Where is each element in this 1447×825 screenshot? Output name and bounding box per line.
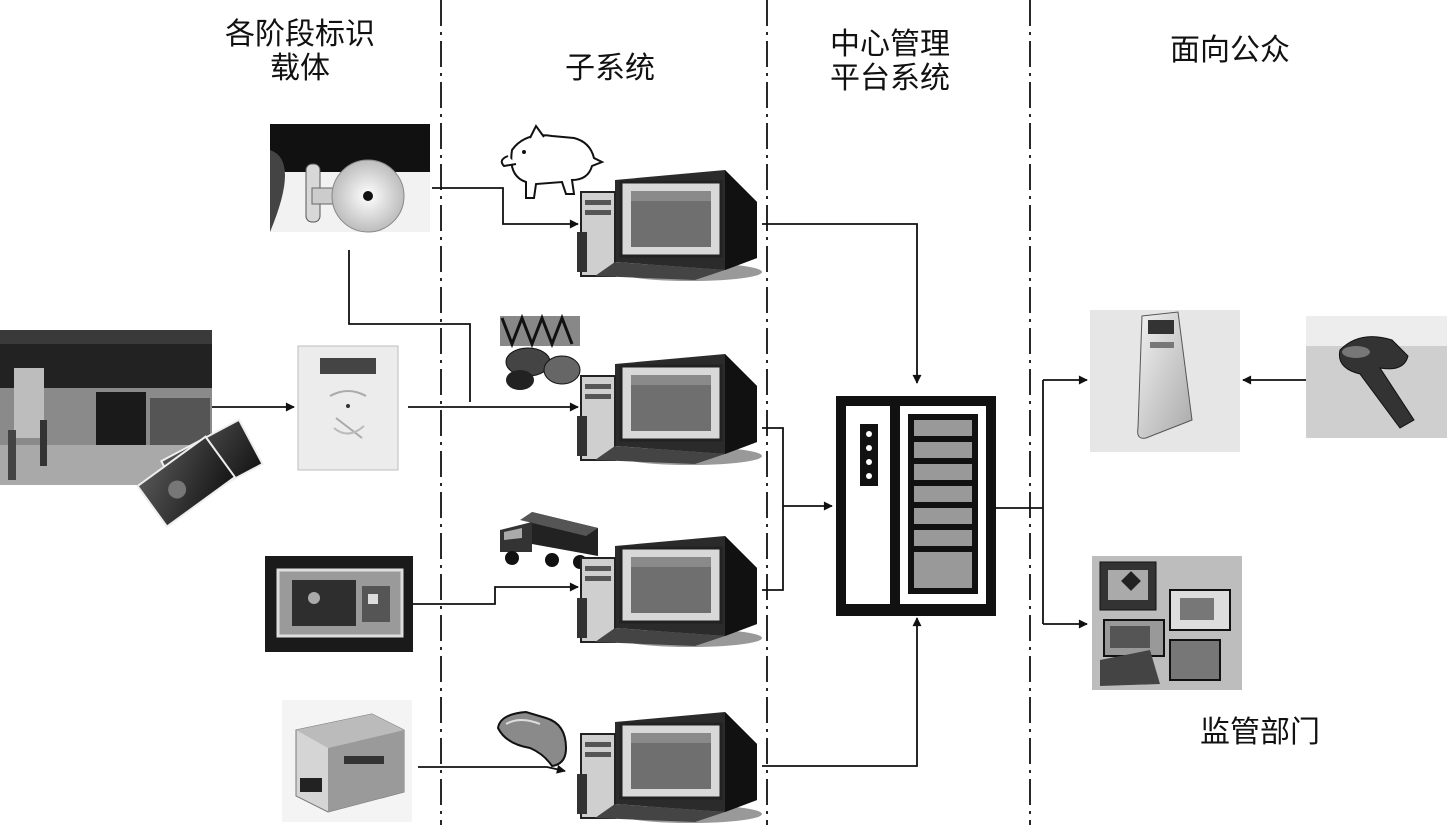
arrow-eartag-to-pc1 [432,187,579,229]
computer-icon [575,168,764,824]
header-carriers: 各阶段标识 载体 [190,18,410,86]
label-device-icon [265,556,413,652]
meat-slice-icon [496,710,568,768]
header-center-line1: 中心管理 [830,27,950,62]
arrow-labeldevice-to-pc3 [413,582,579,605]
connectors [212,187,1306,774]
arrow-pc4-to-center [762,617,922,767]
arrow-printer-to-pc4 [418,764,566,774]
arrow-pc1-to-center [762,223,922,384]
label-printer-icon [282,700,412,822]
header-carriers-line1: 各阶段标识 [225,17,375,52]
header-public: 面向公众 [1130,34,1330,68]
column-dividers [440,0,1031,825]
header-carriers-line2: 载体 [270,51,330,86]
header-center: 中心管理 平台系统 [790,28,990,96]
ear-tag-icon [270,124,430,233]
truck-icon [500,512,598,569]
regulator-computers-icon [1092,556,1242,690]
server-rack-icon [836,396,996,616]
label-supervision: 监管部门 [1160,716,1360,750]
pig-icon [500,124,605,199]
query-kiosk-icon [1090,310,1240,452]
card-reader-icon [297,345,399,471]
header-subsystems-label: 子系统 [565,51,655,86]
rfid-cards-icon [136,418,264,528]
barcode-scanner-icon [1306,316,1447,438]
header-public-label: 面向公众 [1170,33,1290,68]
header-center-line2: 平台系统 [830,61,950,96]
label-supervision-text: 监管部门 [1200,715,1320,750]
line-eartag-branch [348,250,471,402]
bracket-pc2-pc3 [762,427,784,591]
header-subsystems: 子系统 [510,52,710,86]
meat-cuts-icon [500,313,581,392]
